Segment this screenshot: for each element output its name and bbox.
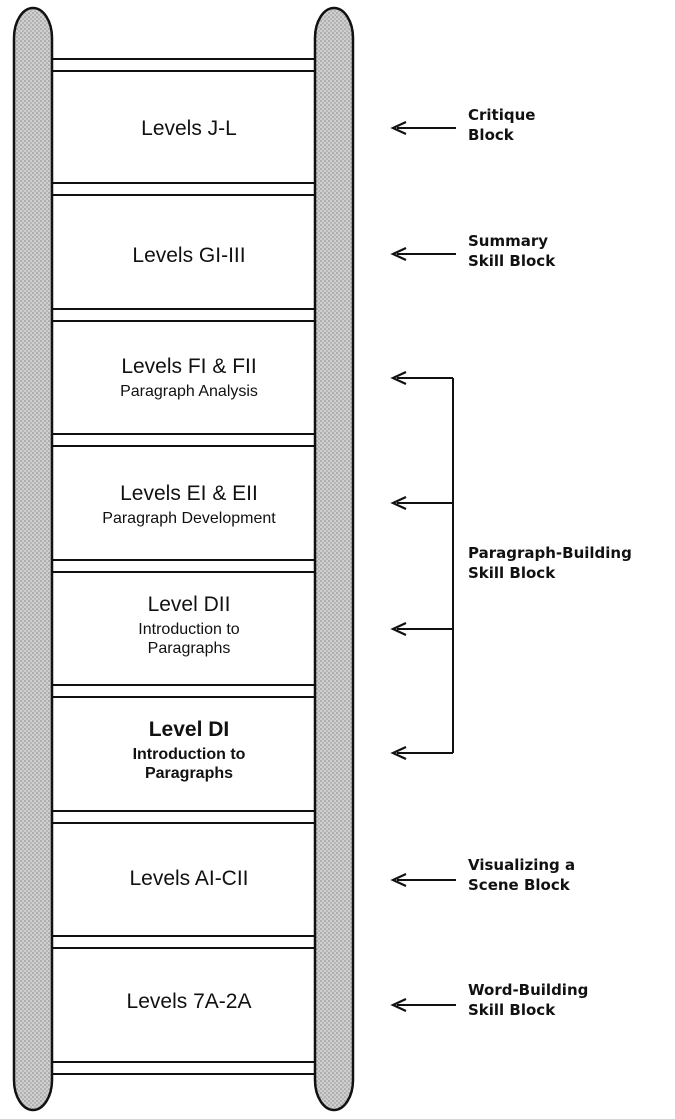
rung-8 [45,935,333,949]
block-label-word-building: Word-Building Skill Block [468,981,589,1019]
level-title: Levels 7A-2A [126,990,252,1013]
level-label-f: Levels FI & FII Paragraph Analysis [62,355,316,402]
block-label-paragraph-building: Paragraph-Building Skill Block [468,544,632,582]
rung-3 [45,308,333,322]
arrow-summary-head [390,247,407,261]
level-title: Levels AI-CII [129,867,249,890]
block-label-visualizing: Visualizing a Scene Block [468,856,576,894]
level-label-e: Levels EI & EII Paragraph Development [62,482,316,529]
arrow-paragraph-2-head [390,496,407,510]
level-title: Levels J-L [141,117,237,140]
level-subtitle: Paragraph Development [102,510,276,528]
arrow-word-building-head [390,998,407,1012]
ladder-rungs [45,58,333,1075]
arrow-critique-head [390,121,407,135]
block-label-summary: Summary Skill Block [468,232,556,270]
rung-6 [45,684,333,698]
arrow-paragraph-4-head [390,746,407,760]
level-label-di: Level DI Introduction to Paragraphs [62,718,316,783]
level-label-g: Levels GI-III [62,244,316,268]
rung-1 [45,58,333,72]
level-label-dii: Level DII Introduction to Paragraphs [62,593,316,658]
level-subtitle: Introduction to Paragraphs [132,746,246,782]
arrow-visualizing-head [390,873,407,887]
arrow-paragraph-1-head [390,371,407,385]
level-subtitle: Introduction to Paragraphs [138,621,240,657]
level-title: Levels GI-III [132,244,246,267]
level-title: Levels FI & FII [121,355,257,378]
level-label-7a-2a: Levels 7A-2A [62,990,316,1014]
rung-7 [45,810,333,824]
level-subtitle: Paragraph Analysis [120,383,258,401]
level-title: Levels EI & EII [120,482,258,505]
level-label-a-c: Levels AI-CII [62,867,316,891]
right-rail [313,6,355,1112]
level-label-j-l: Levels J-L [62,117,316,141]
rung-9 [45,1061,333,1075]
left-rail [12,6,54,1112]
rung-2 [45,182,333,196]
rung-5 [45,559,333,573]
level-title: Level DII [147,593,231,616]
rung-4 [45,433,333,447]
block-label-critique: Critique Block [468,106,536,144]
arrow-paragraph-3-head [390,622,407,636]
level-title: Level DI [148,718,230,741]
arrows [390,121,456,1012]
